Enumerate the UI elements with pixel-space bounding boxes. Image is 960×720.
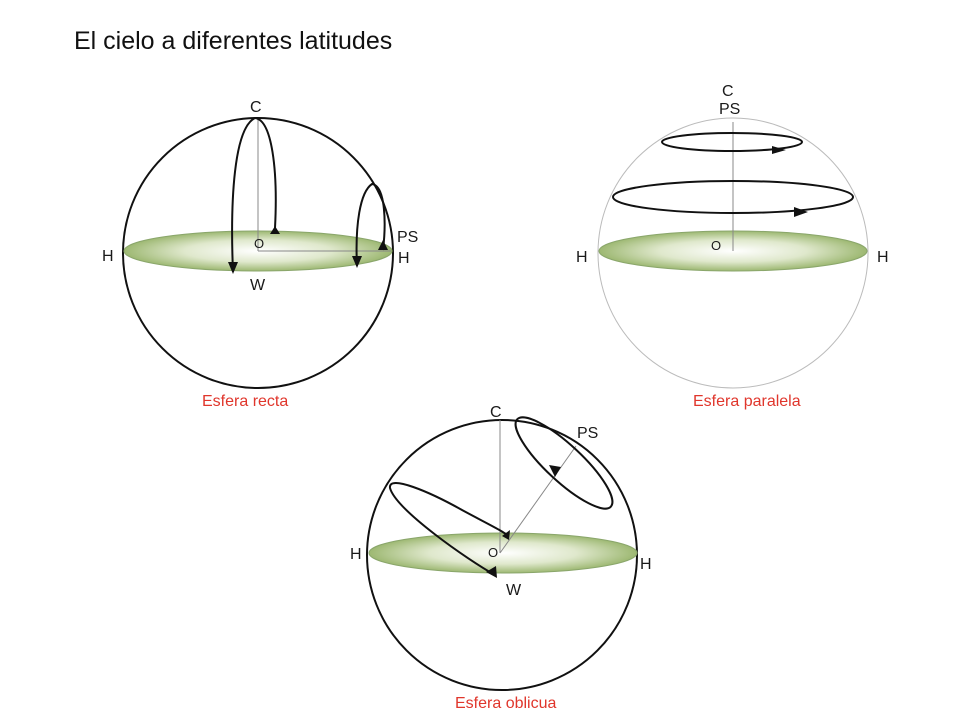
- sphere-paralela-star-path-lower: [612, 180, 854, 214]
- sphere-paralela-star-path-upper: [661, 132, 803, 152]
- sphere-oblicua: C PS O H H W Esfera oblicua: [350, 404, 652, 712]
- sphere-oblicua-arrow-main-down: [486, 566, 497, 578]
- sphere-recta-caption: Esfera recta: [202, 393, 288, 410]
- sphere-paralela: C PS O H H Esfera paralela: [576, 83, 889, 410]
- sphere-oblicua-outline: [366, 419, 638, 691]
- sphere-recta-arrow-small-up: [378, 240, 388, 250]
- sphere-paralela-arrow-upper: [772, 146, 786, 154]
- sphere-oblicua-label-observer: O: [488, 545, 498, 560]
- sphere-recta-star-path-small: [355, 182, 386, 267]
- sphere-oblicua-label-zenith: C: [490, 404, 502, 421]
- sphere-oblicua-arrow-main-up: [502, 530, 510, 540]
- sphere-paralela-caption: Esfera paralela: [693, 393, 801, 410]
- sphere-recta-label-pole: PS: [397, 229, 418, 246]
- sphere-recta-label-horizon-right: H: [398, 250, 410, 267]
- sphere-paralela-label-zenith: C: [722, 83, 734, 100]
- sphere-recta-arrow-small-down: [352, 256, 362, 268]
- sphere-paralela-label-observer: O: [711, 238, 721, 253]
- sphere-oblicua-label-west: W: [506, 582, 522, 599]
- sphere-oblicua-horizon-plane: [368, 532, 638, 574]
- sphere-oblicua-label-horizon-right: H: [640, 556, 652, 573]
- sphere-paralela-label-pole: PS: [719, 101, 740, 118]
- sphere-oblicua-label-horizon-left: H: [350, 546, 362, 563]
- sphere-oblicua-caption: Esfera oblicua: [455, 695, 556, 712]
- sphere-paralela-label-horizon-right: H: [877, 249, 889, 266]
- sphere-oblicua-pole-axis: [499, 445, 577, 554]
- sphere-recta-label-observer: O: [254, 236, 264, 251]
- sphere-paralela-label-horizon-left: H: [576, 249, 588, 266]
- sphere-recta-label-west: W: [250, 277, 266, 294]
- sphere-oblicua-arrow-pole: [549, 465, 561, 477]
- sphere-recta-star-path-large: [231, 116, 277, 273]
- sphere-recta-label-horizon-left: H: [102, 248, 114, 265]
- sphere-oblicua-star-path-pole: [514, 416, 614, 510]
- sphere-paralela-arrow-lower: [794, 207, 808, 217]
- sphere-recta-arrow-large-down: [228, 262, 238, 274]
- sphere-oblicua-star-path-main: [389, 482, 509, 576]
- sphere-recta-label-zenith: C: [250, 99, 262, 116]
- sphere-recta: C O H PS H W Esfera recta: [102, 99, 418, 410]
- sphere-oblicua-label-pole: PS: [577, 425, 598, 442]
- sphere-paralela-outline: [597, 117, 869, 389]
- page-title: El cielo a diferentes latitudes: [74, 27, 393, 55]
- sphere-recta-arrow-large-up: [270, 226, 280, 234]
